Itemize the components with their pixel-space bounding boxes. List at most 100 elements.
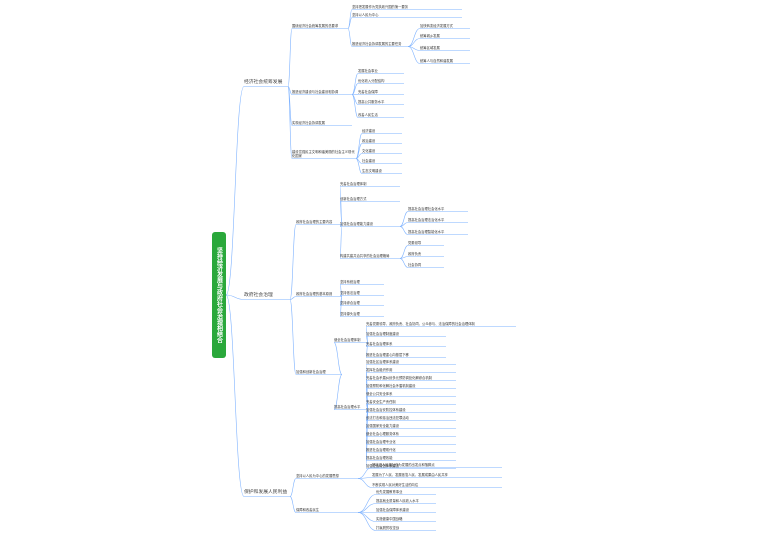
map-node-a1c[interactable]: 推进经济社会协调发展的主要任务 [352,42,402,46]
map-node-c2e[interactable]: 打赢脱贫攻坚战 [376,526,400,530]
map-node-b3[interactable]: 加强和创新社会治理 [296,370,326,374]
map-node-a2[interactable]: 推进经济建设与社会建设相协调 [292,90,339,94]
map-node-a1c1[interactable]: 加快转变经济发展方式 [420,24,453,28]
connector [399,258,409,268]
map-node-a[interactable]: 经济社会统筹发展 [244,80,283,85]
map-node-b1a[interactable]: 完善社会治理体制 [340,182,367,186]
map-node-b3b3[interactable]: 完善社会矛盾纠纷多元预防调处化解综合机制 [366,376,432,380]
map-node-c1a[interactable]: 把增进人民福祉作为发展的出发点和落脚点 [372,463,435,467]
connector [407,28,421,47]
map-node-a2b[interactable]: 优化收入分配结构 [358,79,385,83]
map-node-b1c2[interactable]: 提高社会治理法治化水平 [408,218,445,222]
map-node-c2a[interactable]: 优先发展教育事业 [376,490,403,494]
map-node-c2c[interactable]: 加强社会保障体系建设 [376,508,409,512]
map-node-a2d[interactable]: 提高公共服务水平 [358,100,385,104]
map-node-a2e[interactable]: 改善人民生活 [358,113,378,117]
map-node-c2[interactable]: 保障和改善民生 [296,508,320,512]
map-node-c1c[interactable]: 不断实现人民对美好生活的向往 [372,483,419,487]
connector [225,294,245,300]
map-node-b3b2[interactable]: 发挥社会组织作用 [366,368,393,372]
connector [339,186,343,225]
map-node-b1c1[interactable]: 提高社会治理社会化水平 [408,207,445,211]
map-node-c1b[interactable]: 发展为了人民、发展依靠人民、发展成果由人民共享 [372,473,448,477]
connector [355,158,363,174]
map-node-b2c[interactable]: 坚持综合治理 [340,301,360,305]
map-node-b3b9[interactable]: 加强国家安全能力建设 [366,424,399,428]
map-node-b3b7[interactable]: 加强社会治安防控体系建设 [366,408,406,412]
map-node-b3b10[interactable]: 健全社会心理服务体系 [366,432,399,436]
map-node-b3b13[interactable]: 提高社会治理效能 [366,456,393,460]
map-node-c[interactable]: 保护和发展人民利益 [244,490,288,495]
map-node-a1c2[interactable]: 统筹城乡发展 [420,34,440,38]
map-node-b1[interactable]: 政府社会治理的主要内容 [296,220,333,224]
map-node-a2c[interactable]: 完善社会保障 [358,90,378,94]
map-node-a1c3[interactable]: 统筹区域发展 [420,46,440,50]
connector [399,245,409,259]
connector [357,503,377,513]
map-node-b3b8[interactable]: 依法打击和惩治违法犯罪活动 [366,416,409,420]
connector [407,46,421,64]
map-node-b2a[interactable]: 坚持系统治理 [340,280,360,284]
connector [333,342,343,375]
connector [287,28,293,87]
map-node-b[interactable]: 政府社会治理 [244,293,273,298]
connector [287,86,293,159]
map-node-b3a[interactable]: 健全社会治理体制 [334,338,361,342]
connector [347,28,353,47]
map-node-b1d2[interactable]: 政府负责 [408,252,422,256]
map-node-c2d[interactable]: 实施健康中国战略 [376,517,403,521]
connector [289,224,297,300]
root-node[interactable]: 坚持经济发展与政府社会治理相结合 [212,232,226,358]
connector [339,284,343,297]
connector [333,374,343,410]
map-node-a4[interactable]: 建设富强民主文明和谐美丽的社会主义现代化国家 [292,150,355,159]
map-node-a3[interactable]: 实现经济社会协调发展 [292,121,325,125]
connector [351,83,359,95]
map-node-b3b6[interactable]: 完善安全生产责任制 [366,400,396,404]
map-node-b1c3[interactable]: 提高社会治理智能化水平 [408,230,445,234]
connector [289,299,297,375]
map-node-b1c[interactable]: 加强社会治理能力建设 [340,222,373,226]
map-node-b3a2[interactable]: 加强社会治理制度建设 [366,332,399,336]
map-node-b3a4[interactable]: 推进社会治理重心向基层下移 [366,353,409,357]
map-node-b3b11[interactable]: 加强社会治理专业化 [366,440,396,444]
connector [365,409,369,469]
map-node-b3b4[interactable]: 加强预防和化解社会矛盾机制建设 [366,384,416,388]
map-node-a1b[interactable]: 坚持以人民为中心 [352,13,379,17]
map-node-b3a1[interactable]: 完善党委领导、政府负责、社会协同、公众参与、法治保障的社会治理体制 [366,322,475,326]
map-node-b1d1[interactable]: 党委领导 [408,241,422,245]
map-node-b3b14[interactable]: 加强社会诚信体系建设 [366,464,399,468]
map-node-a4e[interactable]: 生态文明建设 [362,169,382,173]
map-node-a1c4[interactable]: 统筹人与自然和谐发展 [420,59,453,63]
map-node-a4a[interactable]: 经济建设 [362,129,376,133]
map-node-b1d[interactable]: 构建共建共治共享的社会治理格局 [340,254,390,258]
connector [357,467,373,479]
map-node-b2b[interactable]: 坚持依法治理 [340,291,360,295]
map-node-b3b[interactable]: 提高社会治理水平 [334,405,361,409]
map-node-b3a3[interactable]: 完善社会治理体系 [366,342,393,346]
connector [289,496,297,513]
map-node-b3b12[interactable]: 推进社会治理现代化 [366,448,396,452]
map-node-a2a[interactable]: 发展社会事业 [358,69,378,73]
connector [225,294,245,497]
map-node-a1a[interactable]: 坚持把发展作为党执政兴国的第一要务 [352,5,409,9]
connector [357,512,377,522]
map-node-b3b5[interactable]: 健全公共安全体系 [366,392,393,396]
map-node-c1[interactable]: 坚持以人民为中心的发展思想 [296,474,339,478]
connector [339,201,343,225]
map-node-b1d3[interactable]: 社会协同 [408,263,422,267]
map-node-b2d[interactable]: 坚持源头治理 [340,312,360,316]
map-node-c2b[interactable]: 提高就业质量和人民收入水平 [376,499,419,503]
map-node-b3b1[interactable]: 加强社区治理体系建设 [366,360,399,364]
map-node-b1b[interactable]: 创新社会治理方式 [340,197,367,201]
map-node-b2[interactable]: 政府社会治理的基本原则 [296,292,333,296]
map-node-a4d[interactable]: 社会建设 [362,159,376,163]
connector [347,17,353,29]
map-node-a1[interactable]: 围绕经济社会统筹发展的总要求 [292,24,339,28]
map-node-a4b[interactable]: 政治建设 [362,139,376,143]
connector [339,224,343,259]
connector [351,94,359,118]
map-node-a4c[interactable]: 文化建设 [362,149,376,153]
